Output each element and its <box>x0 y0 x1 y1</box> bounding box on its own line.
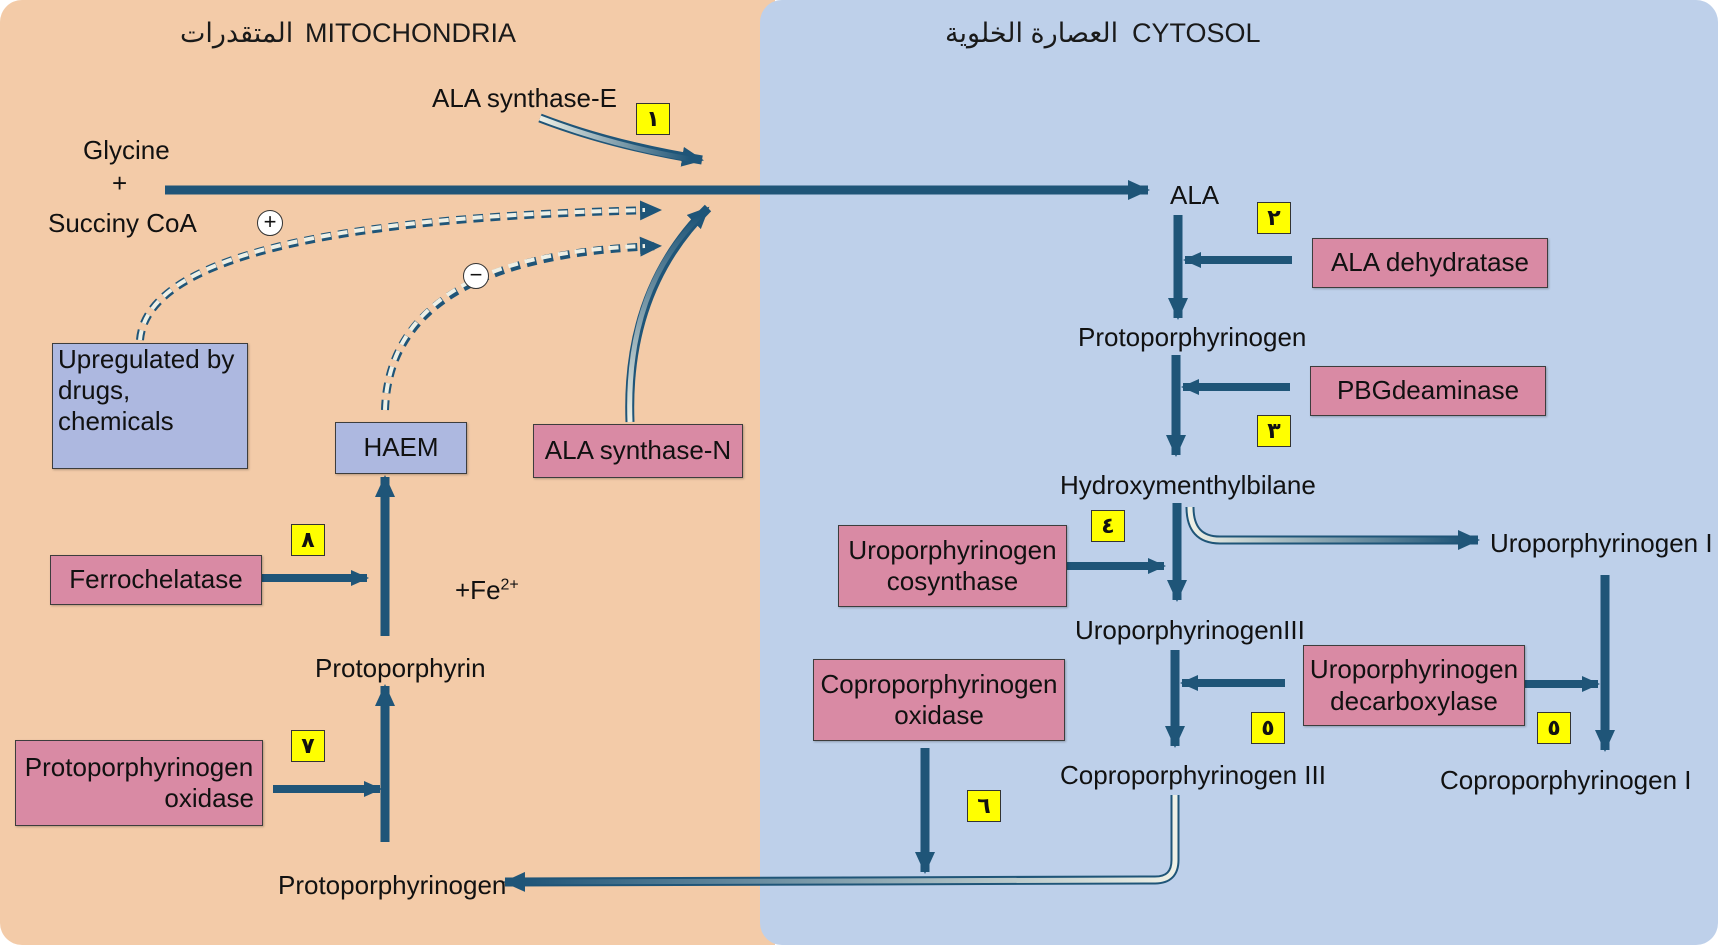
upregulated-line-1: Upregulated by <box>58 344 235 374</box>
protoporphyrinogen-cyto-label: Protoporphyrinogen <box>1078 322 1307 352</box>
protoporphyrin-label: Protoporphyrin <box>315 653 486 683</box>
uro-decarb-line-2: decarboxylase <box>1330 685 1498 716</box>
cytosol-region <box>760 0 1718 945</box>
ala-dehydratase-box: ALA dehydratase <box>1312 238 1548 288</box>
ala-synthase-e-label: ALA synthase-E <box>432 83 617 113</box>
uroporphyrinogen-decarboxylase-box: Uroporphyrinogen decarboxylase <box>1303 645 1525 726</box>
uroporphyrinogen-3-label: UroporphyrinogenIII <box>1075 615 1305 645</box>
coproporphyrinogen-3-label: Coproporphyrinogen III <box>1060 760 1326 790</box>
copro3-to-protoporphyrinogen-arrow <box>503 795 1180 892</box>
uroporphyrinogen-cosynthase-box: Uroporphyrinogen cosynthase <box>838 525 1067 607</box>
step-badge-4: ٤ <box>1091 510 1125 542</box>
ala-synthase-n-box: ALA synthase-N <box>533 424 743 478</box>
ala-label: ALA <box>1170 180 1220 210</box>
coproporphyrinogen-1-label: Coproporphyrinogen I <box>1440 765 1692 795</box>
pbg-deaminase-box: PBGdeaminase <box>1310 366 1546 416</box>
plus-label: + <box>112 168 128 198</box>
upregulation-dashed-arrow <box>136 200 662 341</box>
hydroxymethylbilane-label: Hydroxymenthylbilane <box>1060 470 1316 500</box>
step-badge-8: ٨ <box>291 524 325 556</box>
copro-oxidase-line-1: Coproporphyrinogen <box>820 668 1058 699</box>
step-badge-3: ٣ <box>1257 415 1291 447</box>
copro-oxidase-line-2: oxidase <box>894 700 984 730</box>
cytosol-header: CYTOSOL <box>1132 18 1261 48</box>
cytosol-header-arabic: العصارة الخلوية <box>945 18 1119 48</box>
glycine-label: Glycine <box>83 135 170 165</box>
iron-label: +Fe2+ <box>455 575 519 605</box>
succinyl-coa-label: Succiny CoA <box>48 208 197 238</box>
haem-box: HAEM <box>335 422 467 474</box>
uro-cosynthase-line-2: cosynthase <box>886 566 1019 596</box>
minus-sign-icon: − <box>463 263 489 289</box>
step-badge-1: ١ <box>636 103 670 135</box>
ala-synthase-e-arrow <box>538 113 704 167</box>
uroporphyrinogen-1-label: Uroporphyrinogen I <box>1490 528 1713 558</box>
mitochondria-header-arabic: المتقدرات <box>180 18 294 48</box>
coproporphyrinogen-oxidase-box: Coproporphyrinogen oxidase <box>813 659 1065 741</box>
ferrochelatase-box: Ferrochelatase <box>50 555 262 605</box>
plus-sign-icon: + <box>257 210 283 236</box>
step-badge-5a: ٥ <box>1251 712 1285 744</box>
haem-inhibition-dashed-arrow <box>381 236 662 411</box>
upregulated-line-3: chemicals <box>58 406 174 437</box>
hydroxy-to-uro1-arrow <box>1185 506 1480 550</box>
protoporphyrinogen-oxidase-box: Protoporphyrinogen oxidase <box>15 740 263 826</box>
step-badge-6: ٦ <box>967 790 1001 822</box>
step-badge-2: ٢ <box>1257 202 1291 234</box>
proto-oxidase-line-2: oxidase <box>164 783 254 813</box>
upregulated-box: Upregulated by drugs, chemicals <box>52 343 248 469</box>
step-badge-7: ٧ <box>291 730 325 762</box>
mitochondria-header: MITOCHONDRIA <box>305 18 517 48</box>
proto-oxidase-line-1: Protoporphyrinogen <box>24 751 254 782</box>
uro-decarb-line-1: Uroporphyrinogen <box>1309 654 1519 685</box>
step-badge-5b: ٥ <box>1537 712 1571 744</box>
upregulated-line-2: drugs, <box>58 375 131 406</box>
uro-cosynthase-line-1: Uroporphyrinogen <box>848 534 1057 565</box>
protoporphyrinogen-mito-label: Protoporphyrinogen <box>278 870 507 900</box>
ala-synthase-n-arrow <box>625 204 712 423</box>
